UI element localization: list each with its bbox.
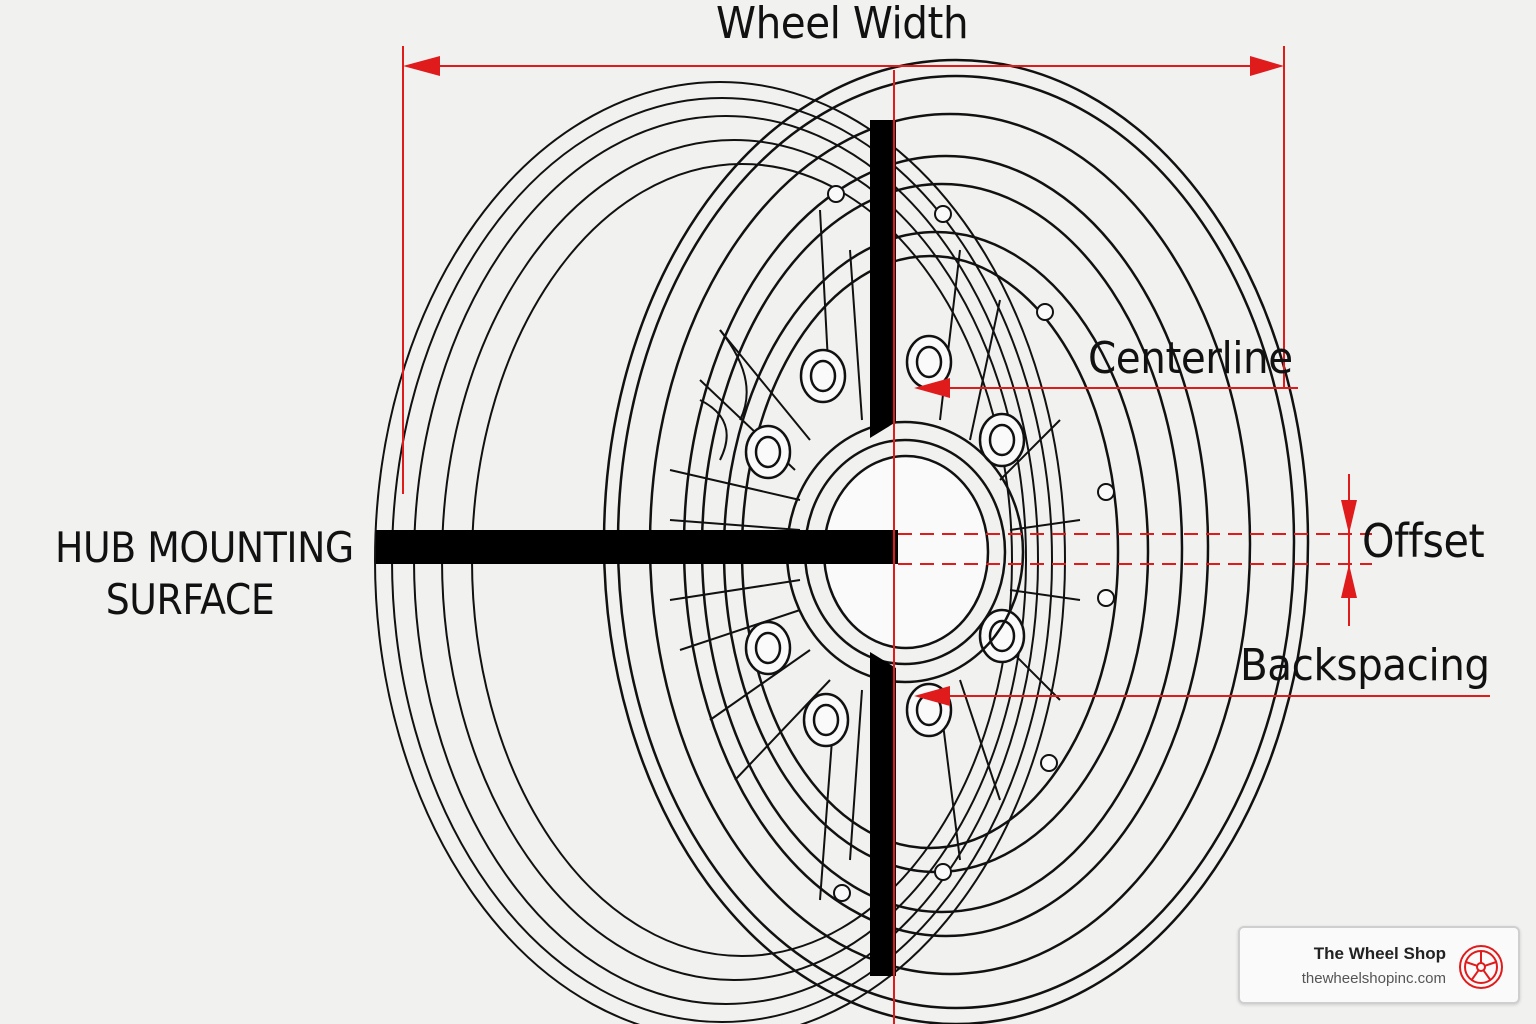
- offset-arrows: [1341, 500, 1357, 598]
- centerline-section: [870, 120, 896, 976]
- hub-label-line-1: HUB MOUNTING: [55, 523, 354, 572]
- dimension-lines: [402, 46, 1490, 1024]
- hub-label-line-2: SURFACE: [105, 575, 275, 624]
- hub-mounting-surface-label: HUB MOUNTING SURFACE: [55, 522, 354, 626]
- offset-label: Offset: [1362, 514, 1485, 568]
- wheel-width-label: Wheel Width: [716, 0, 969, 49]
- spokes: [669, 209, 1081, 901]
- brand-name: The Wheel Shop: [1313, 944, 1446, 963]
- brand-card[interactable]: The Wheel Shop thewheelshopinc.com: [1238, 926, 1520, 1004]
- rim-bolts: [827, 185, 1115, 902]
- wheel-logo-icon: [1459, 945, 1503, 989]
- wheel-width-arrow: [403, 56, 1284, 76]
- backspacing-arrowhead: [914, 686, 950, 706]
- brand-url[interactable]: thewheelshopinc.com: [1301, 970, 1446, 987]
- backspacing-label: Backspacing: [1240, 640, 1490, 691]
- hub-mounting-bar: [376, 530, 898, 564]
- centerline-label: Centerline: [1088, 333, 1293, 384]
- centerline-arrowhead: [914, 378, 950, 398]
- lug-holes: [744, 334, 1026, 748]
